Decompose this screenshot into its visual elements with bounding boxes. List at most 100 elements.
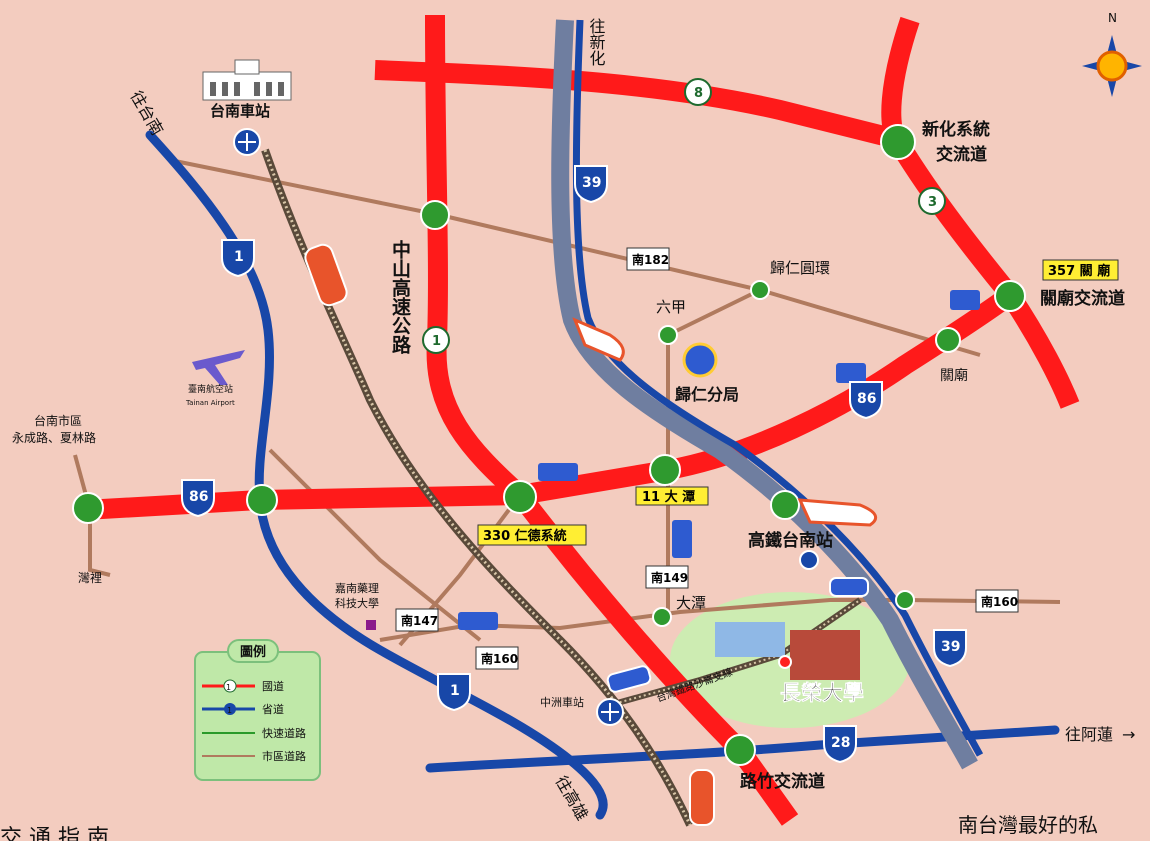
police-badge-icon: [682, 342, 718, 378]
legend-item-urban: 市區道路: [262, 749, 306, 763]
node-xinhua-ic[interactable]: [880, 124, 916, 160]
provincial-highway-1: [145, 130, 608, 820]
provincial-highways: [145, 130, 1060, 820]
xinhua-ic-label-1: 新化系統: [922, 119, 990, 140]
svg-text:1: 1: [432, 334, 441, 349]
datan-label: 大潭: [676, 594, 706, 612]
tag-nan147: 南147: [401, 613, 438, 628]
place-labels: 台南車站 臺南航空站 Tainan Airport 台南市區 永成路、夏林路 灣…: [0, 102, 1125, 841]
node-datan-11[interactable]: [649, 454, 681, 486]
node-luzhu-ic[interactable]: [724, 734, 756, 766]
tra-station-icons: [233, 128, 819, 726]
zhongzhou-station-label: 中洲車站: [540, 695, 584, 709]
tra-train-icon: [606, 665, 652, 693]
bus-icons: [458, 290, 980, 630]
node-guanmiao-ic[interactable]: [994, 280, 1026, 312]
box-330: 330 仁德系統: [483, 528, 567, 544]
node-datan[interactable]: [652, 607, 672, 627]
road-liujia-guiren: [667, 288, 761, 337]
bus-icon: [836, 363, 866, 383]
tag-nan182: 南182: [632, 252, 669, 267]
provincial-shield-39: 39: [574, 165, 608, 204]
svg-text:1: 1: [227, 706, 232, 715]
bus-icon: [672, 520, 692, 558]
tra-logo-mark: [238, 133, 256, 151]
node-hsr-tainan[interactable]: [770, 490, 800, 520]
provincial-shields: 1 1 39 39 86 86 28: [181, 165, 967, 764]
to-xinhua-label: 往新化: [587, 18, 606, 66]
road-tags: 南182 南149 南147 南160 南160: [395, 247, 1019, 670]
zhongshan-freeway-label: 中山高速公路: [389, 239, 411, 355]
legend-item-expressway: 快速道路: [262, 726, 306, 740]
hsr-train-icon: [572, 317, 625, 362]
guiren-roundabout-label: 歸仁圓環: [770, 259, 830, 277]
national-shield-8: 8: [684, 78, 712, 106]
tra-logo-icon: [799, 550, 819, 570]
bus-icon: [950, 290, 980, 310]
city-label-1: 台南市區: [34, 413, 82, 428]
national-highway-8: [374, 60, 903, 150]
national-highway-3: [881, 16, 1080, 409]
node-guiren-roundabout[interactable]: [750, 280, 770, 300]
box-357: 357 關 廟: [1048, 263, 1110, 279]
node-86-west[interactable]: [72, 492, 104, 524]
road-diagonal-west: [268, 448, 482, 642]
national-shield-1: 1: [422, 326, 450, 354]
chna-label-1: 嘉南藥理: [335, 581, 379, 595]
node-86-prov1[interactable]: [246, 484, 278, 516]
provincial-highway-28: [425, 725, 1060, 773]
node-liujia[interactable]: [658, 325, 678, 345]
north-label: N: [1108, 11, 1117, 25]
node-zhongshan-182[interactable]: [420, 200, 450, 230]
svg-text:86: 86: [857, 391, 876, 407]
tra-logo-mark: [601, 703, 619, 721]
provincial-shield-28: 28: [823, 725, 857, 764]
bottom-partial-text: 交 通 指 南: [0, 826, 109, 841]
airport-label: 臺南航空站: [188, 383, 233, 395]
svg-text:28: 28: [831, 735, 850, 751]
chna-marker: [366, 620, 376, 630]
tra-train-icon: [304, 243, 348, 307]
slogan-text: 南台灣最好的私: [958, 813, 1098, 837]
cjcu-label: 長榮大學: [780, 681, 864, 705]
svg-text:1: 1: [226, 683, 231, 692]
node-160-39[interactable]: [895, 590, 915, 610]
node-rende-330[interactable]: [503, 480, 537, 514]
legend-item-national: 國道: [262, 679, 284, 693]
tag-nan160-a: 南160: [481, 651, 518, 666]
tainan-station-label: 台南車站: [210, 102, 270, 120]
xinhua-ic-label-2: 交流道: [936, 144, 987, 165]
city-label-2: 永成路、夏林路: [12, 430, 96, 445]
hsr-train-icon: [797, 498, 878, 527]
svg-text:39: 39: [582, 175, 601, 191]
svg-text:86: 86: [189, 489, 208, 505]
bus-icon: [458, 612, 498, 630]
guanmiao-ic-label: 關廟交流道: [1040, 288, 1125, 309]
guanmiao-label: 關廟: [940, 367, 968, 384]
provincial-shield-86: 86: [849, 381, 883, 420]
national-shield-3: 3: [918, 187, 946, 215]
svg-text:1: 1: [450, 683, 460, 699]
liujia-label: 六甲: [656, 298, 686, 316]
guiren-precinct-label: 歸仁分局: [675, 385, 739, 404]
legend: 圖例 1 國道 1 省道 快速道路 市區道路: [194, 639, 321, 781]
hsr-viaduct: [551, 19, 978, 770]
node-guanmiao[interactable]: [935, 327, 961, 353]
tainan-station-building-icon: [202, 59, 292, 101]
luzhu-ic-label: 路竹交流道: [740, 771, 825, 792]
chna-label-2: 科技大學: [335, 596, 379, 610]
bus-icon: [538, 463, 578, 481]
airplane-icon: [192, 350, 245, 385]
provincial-shield-1: 1: [221, 239, 255, 278]
road-nan182: [169, 158, 981, 357]
provincial-shield-1: 1: [437, 673, 471, 712]
tag-nan149: 南149: [651, 570, 688, 585]
compass-icon: [1082, 35, 1142, 97]
svg-text:3: 3: [928, 195, 937, 210]
provincial-shield-39: 39: [933, 629, 967, 668]
legend-item-provincial: 省道: [262, 702, 284, 716]
to-alian-label: 往阿蓮: [1065, 725, 1113, 744]
tra-train-icon: [829, 577, 869, 597]
airport-en-label: Tainan Airport: [185, 399, 235, 407]
